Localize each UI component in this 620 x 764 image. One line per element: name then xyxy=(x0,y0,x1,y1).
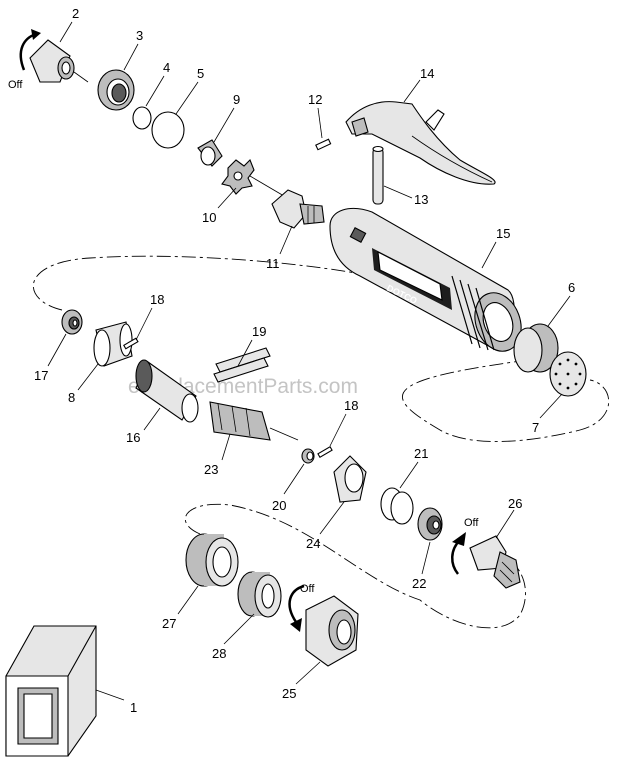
callout-14: 14 xyxy=(420,66,434,81)
part-28-sleeve[interactable] xyxy=(237,571,282,618)
arrowhead-icon xyxy=(290,618,302,632)
callout-19: 19 xyxy=(252,324,266,339)
part-4-o-ring[interactable] xyxy=(132,106,152,130)
callout-8: 8 xyxy=(68,390,75,405)
part-10-valve-stem[interactable] xyxy=(221,159,285,197)
callout-15: 15 xyxy=(496,226,510,241)
callout-10: 10 xyxy=(202,210,216,225)
part-16-cylinder[interactable] xyxy=(135,359,199,423)
callout-17: 17 xyxy=(34,368,48,383)
callout-27: 27 xyxy=(162,616,176,631)
callout-25: 25 xyxy=(282,686,296,701)
part-25-collet-nut[interactable] xyxy=(305,595,359,667)
part-22-bearing[interactable] xyxy=(417,507,443,541)
part-9-valve[interactable] xyxy=(197,139,223,167)
off-label-right: Off xyxy=(464,517,479,529)
assembly-path-upper xyxy=(32,255,610,442)
callout-5: 5 xyxy=(197,66,204,81)
part-21-o-rings[interactable] xyxy=(380,487,414,525)
callout-23: 23 xyxy=(204,462,218,477)
part-1-packing-case[interactable] xyxy=(5,625,97,757)
part-2-end-cap[interactable] xyxy=(29,39,89,83)
part-24-end-plate[interactable] xyxy=(333,455,367,503)
part-27-ring[interactable] xyxy=(185,533,239,587)
part-20-spacer[interactable] xyxy=(301,448,315,464)
part-23-rotor[interactable] xyxy=(209,401,299,441)
callout-16: 16 xyxy=(126,430,140,445)
part-12-pin[interactable] xyxy=(315,138,332,151)
part-15-motor-housing[interactable]: DOTCO xyxy=(329,208,529,357)
callout-13: 13 xyxy=(414,192,428,207)
rotation-arrow-icon xyxy=(451,539,461,575)
callout-3: 3 xyxy=(136,28,143,43)
arrowhead-icon xyxy=(452,532,466,546)
rotation-arrow-icon xyxy=(288,584,305,623)
callout-24: 24 xyxy=(306,536,320,551)
part-3-ring-nut[interactable] xyxy=(97,69,135,111)
callout-2: 2 xyxy=(72,6,79,21)
callout-20: 20 xyxy=(272,498,286,513)
callout-12: 12 xyxy=(308,92,322,107)
part-11-fitting[interactable] xyxy=(271,189,325,229)
callout-numbers: 2 3 4 5 9 10 11 12 13 14 15 6 7 17 8 18 … xyxy=(34,6,575,715)
part-5-o-ring[interactable] xyxy=(151,111,185,149)
arrowhead-icon xyxy=(31,29,41,40)
callout-28: 28 xyxy=(212,646,226,661)
off-label-top-left: Off xyxy=(8,79,23,91)
part-13-roll-pin[interactable] xyxy=(372,145,384,205)
callout-18-lower: 18 xyxy=(344,398,358,413)
callout-11: 11 xyxy=(266,256,280,271)
part-26-collet[interactable] xyxy=(469,535,521,589)
leader-lines xyxy=(47,21,571,701)
part-18-pin-lower[interactable] xyxy=(317,446,333,458)
callout-26: 26 xyxy=(508,496,522,511)
callout-22: 22 xyxy=(412,576,426,591)
part-14-throttle-lever[interactable] xyxy=(345,101,496,185)
callout-6: 6 xyxy=(568,280,575,295)
callout-4: 4 xyxy=(163,60,170,75)
part-6-muffler[interactable] xyxy=(513,323,559,373)
callout-1: 1 xyxy=(130,700,137,715)
part-17-bearing[interactable] xyxy=(61,309,83,335)
part-19-rotor-blades[interactable] xyxy=(213,347,271,383)
part-8-end-plate[interactable] xyxy=(93,321,133,367)
callout-7: 7 xyxy=(532,420,539,435)
off-label-bottom: Off xyxy=(300,583,315,595)
part-7-exhaust-disc[interactable] xyxy=(549,351,587,397)
callout-18-upper: 18 xyxy=(150,292,164,307)
callout-9: 9 xyxy=(233,92,240,107)
part-18-pin-upper[interactable] xyxy=(123,337,139,350)
callout-21: 21 xyxy=(414,446,428,461)
assembly-path-lower xyxy=(184,503,526,629)
